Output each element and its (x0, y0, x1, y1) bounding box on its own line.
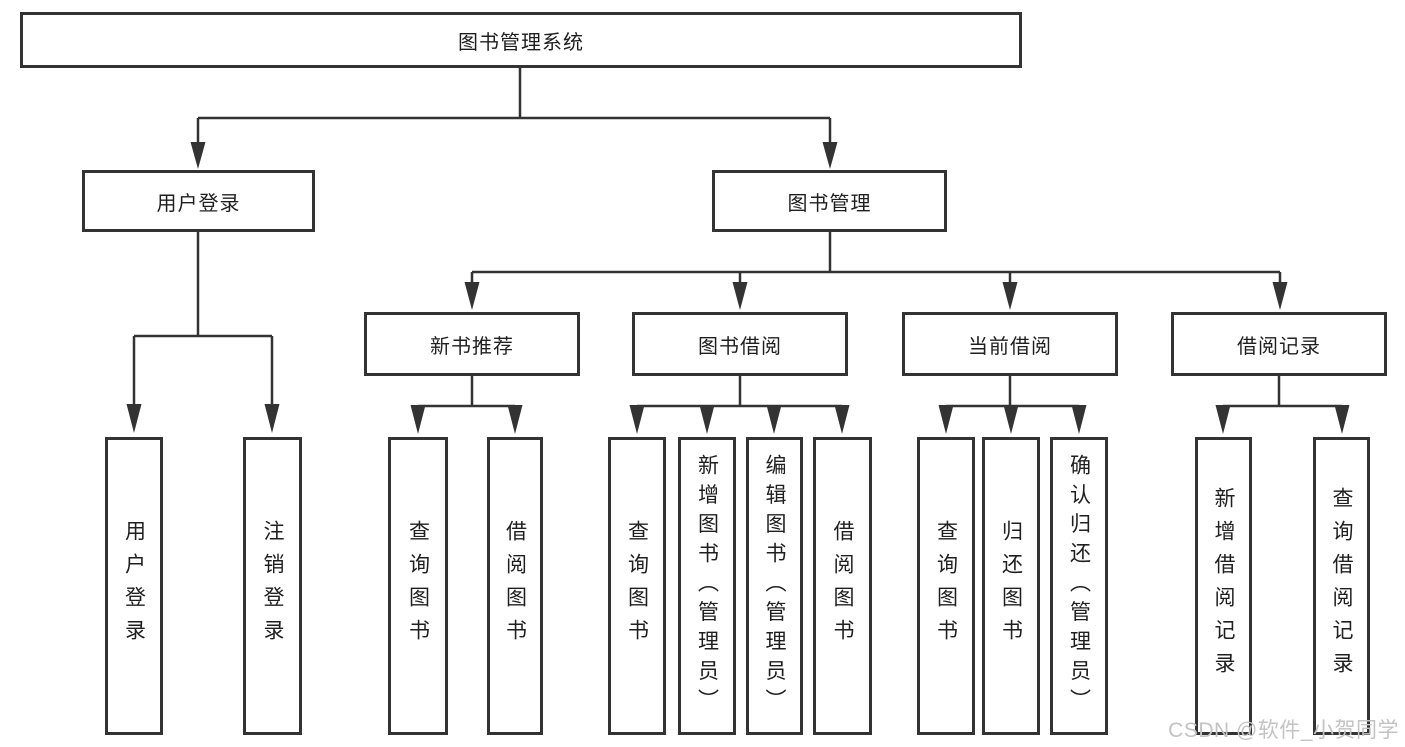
leaf-query-books-3-label: 查询图书 (934, 520, 958, 652)
leaf-borrow-books-2: 借阅图书 (813, 437, 872, 735)
leaf-query-borrow-record: 查询借阅记录 (1313, 437, 1370, 735)
leaf-logout: 注销登录 (243, 437, 302, 735)
leaf-borrow-books-2-label: 借阅图书 (831, 520, 854, 652)
leaf-confirm-return-admin: 确认归还（管理员） (1050, 437, 1108, 735)
node-new-book-recommend: 新书推荐 (364, 312, 580, 376)
leaf-return-books: 归还图书 (982, 437, 1040, 735)
leaf-query-books-2-label: 查询图书 (625, 520, 649, 652)
leaf-query-books-3: 查询图书 (917, 437, 975, 735)
leaf-query-books-1: 查询图书 (388, 437, 448, 735)
node-borrow-records: 借阅记录 (1171, 312, 1387, 376)
node-root-label: 图书管理系统 (458, 31, 584, 54)
node-current-borrowing: 当前借阅 (902, 312, 1118, 376)
leaf-query-books-2: 查询图书 (608, 437, 666, 735)
leaf-add-borrow-record: 新增借阅记录 (1195, 437, 1252, 735)
node-root: 图书管理系统 (20, 12, 1022, 68)
leaf-add-books-admin: 新增图书（管理员） (678, 437, 736, 735)
node-book-management-label: 图书管理 (787, 192, 872, 215)
node-user-login-label: 用户登录 (156, 192, 241, 215)
node-book-borrowing-label: 图书借阅 (698, 335, 782, 358)
node-borrow-records-label: 借阅记录 (1237, 335, 1321, 358)
node-book-borrowing: 图书借阅 (632, 312, 848, 376)
leaf-add-borrow-record-label: 新增借阅记录 (1212, 487, 1235, 685)
leaf-edit-books-admin: 编辑图书（管理员） (746, 437, 803, 735)
leaf-edit-books-admin-label: 编辑图书（管理员） (763, 454, 786, 718)
leaf-borrow-books-1: 借阅图书 (487, 437, 543, 735)
leaf-user-login: 用户登录 (105, 437, 163, 735)
node-user-login: 用户登录 (82, 170, 315, 232)
leaf-logout-label: 注销登录 (261, 520, 284, 652)
leaf-borrow-books-1-label: 借阅图书 (503, 520, 527, 652)
leaf-return-books-label: 归还图书 (999, 520, 1023, 652)
leaf-query-borrow-record-label: 查询借阅记录 (1330, 487, 1353, 685)
node-new-book-recommend-label: 新书推荐 (430, 335, 514, 358)
leaf-query-books-1-label: 查询图书 (406, 520, 430, 652)
leaf-user-login-label: 用户登录 (122, 520, 146, 652)
node-book-management: 图书管理 (712, 170, 947, 232)
leaf-add-books-admin-label: 新增图书（管理员） (695, 454, 719, 718)
leaf-confirm-return-admin-label: 确认归还（管理员） (1067, 454, 1091, 718)
node-current-borrowing-label: 当前借阅 (968, 335, 1052, 358)
